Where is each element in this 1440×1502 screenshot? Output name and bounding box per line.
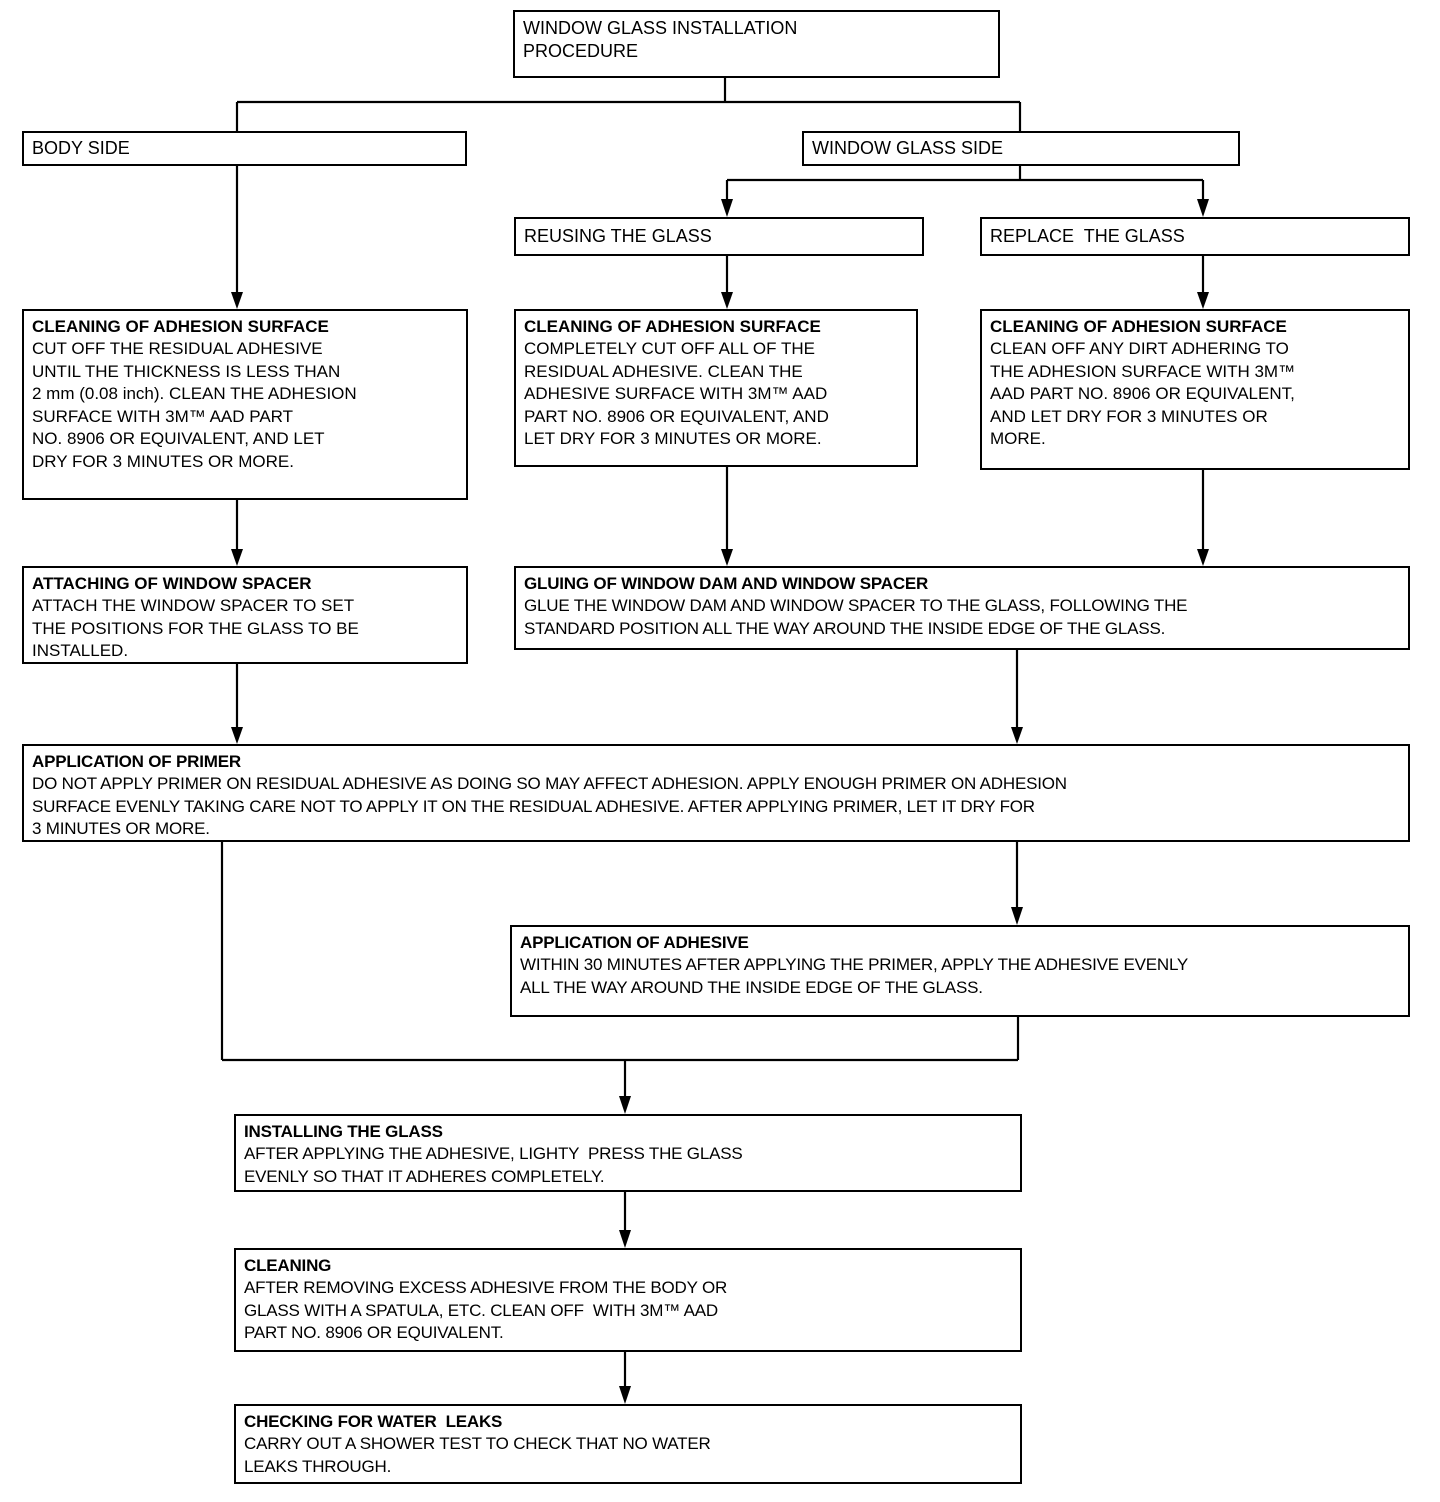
- node-replace-the-glass[interactable]: REPLACE THE GLASS: [980, 217, 1410, 256]
- node-body-side[interactable]: BODY SIDE: [22, 131, 467, 166]
- node-replace-the-glass-label: REPLACE THE GLASS: [990, 226, 1185, 246]
- arrowhead-reuse-cleaning: [721, 292, 733, 309]
- node-installing-the-glass-title: INSTALLING THE GLASS: [244, 1122, 443, 1141]
- node-application-of-primer[interactable]: APPLICATION OF PRIMER DO NOT APPLY PRIME…: [22, 744, 1410, 842]
- node-cleaning-final-title: CLEANING: [244, 1256, 332, 1275]
- arrowhead-adhesive: [1011, 907, 1023, 925]
- arrowhead-installing: [619, 1096, 631, 1114]
- node-gluing-window-dam-spacer-text: GLUE THE WINDOW DAM AND WINDOW SPACER TO…: [524, 596, 1188, 638]
- node-application-of-adhesive-title: APPLICATION OF ADHESIVE: [520, 933, 749, 952]
- arrowhead-cleaning-final: [619, 1230, 631, 1248]
- node-cleaning-adhesion-reuse-text: COMPLETELY CUT OFF ALL OF THE RESIDUAL A…: [524, 339, 829, 449]
- node-application-of-primer-text: DO NOT APPLY PRIMER ON RESIDUAL ADHESIVE…: [32, 774, 1067, 839]
- node-reusing-the-glass-label: REUSING THE GLASS: [524, 226, 712, 246]
- node-cleaning-adhesion-replace-text: CLEAN OFF ANY DIRT ADHERING TO THE ADHES…: [990, 339, 1296, 449]
- node-attaching-window-spacer-title: ATTACHING OF WINDOW SPACER: [32, 574, 312, 593]
- node-cleaning-adhesion-reuse-title: CLEANING OF ADHESION SURFACE: [524, 317, 821, 336]
- arrowhead-gluing-left: [721, 549, 733, 566]
- arrowhead-attaching-spacer: [231, 549, 243, 566]
- node-application-of-adhesive[interactable]: APPLICATION OF ADHESIVE WITHIN 30 MINUTE…: [510, 925, 1410, 1017]
- node-window-glass-side[interactable]: WINDOW GLASS SIDE: [802, 131, 1240, 166]
- arrowhead-reuse: [721, 199, 733, 217]
- node-cleaning-final-text: AFTER REMOVING EXCESS ADHESIVE FROM THE …: [244, 1278, 728, 1343]
- node-root[interactable]: WINDOW GLASS INSTALLATION PROCEDURE: [513, 10, 1000, 78]
- node-cleaning-adhesion-body-text: CUT OFF THE RESIDUAL ADHESIVE UNTIL THE …: [32, 339, 357, 471]
- node-cleaning-adhesion-replace[interactable]: CLEANING OF ADHESION SURFACE CLEAN OFF A…: [980, 309, 1410, 470]
- arrowhead-primer-right: [1011, 727, 1023, 744]
- node-installing-the-glass[interactable]: INSTALLING THE GLASS AFTER APPLYING THE …: [234, 1114, 1022, 1192]
- node-application-of-primer-title: APPLICATION OF PRIMER: [32, 752, 241, 771]
- node-root-label: WINDOW GLASS INSTALLATION PROCEDURE: [523, 18, 798, 62]
- node-installing-the-glass-text: AFTER APPLYING THE ADHESIVE, LIGHTY PRES…: [244, 1144, 743, 1186]
- node-cleaning-adhesion-body-title: CLEANING OF ADHESION SURFACE: [32, 317, 329, 336]
- node-window-glass-side-label: WINDOW GLASS SIDE: [812, 138, 1004, 158]
- arrowhead-replace-cleaning: [1197, 292, 1209, 309]
- node-cleaning-adhesion-reuse[interactable]: CLEANING OF ADHESION SURFACE COMPLETELY …: [514, 309, 918, 467]
- arrowhead-checking: [619, 1386, 631, 1404]
- node-attaching-window-spacer-text: ATTACH THE WINDOW SPACER TO SET THE POSI…: [32, 596, 359, 661]
- arrowhead-gluing-right: [1197, 549, 1209, 566]
- node-application-of-adhesive-text: WITHIN 30 MINUTES AFTER APPLYING THE PRI…: [520, 955, 1189, 997]
- arrowhead-replace: [1197, 199, 1209, 217]
- node-gluing-window-dam-spacer-title: GLUING OF WINDOW DAM AND WINDOW SPACER: [524, 574, 929, 593]
- node-body-side-label: BODY SIDE: [32, 138, 130, 158]
- arrowhead-bodyside-cleaning: [231, 292, 243, 309]
- node-gluing-window-dam-spacer[interactable]: GLUING OF WINDOW DAM AND WINDOW SPACER G…: [514, 566, 1410, 650]
- node-checking-water-leaks-text: CARRY OUT A SHOWER TEST TO CHECK THAT NO…: [244, 1434, 711, 1476]
- node-cleaning-adhesion-replace-title: CLEANING OF ADHESION SURFACE: [990, 317, 1287, 336]
- node-checking-water-leaks[interactable]: CHECKING FOR WATER LEAKS CARRY OUT A SHO…: [234, 1404, 1022, 1484]
- node-cleaning-final[interactable]: CLEANING AFTER REMOVING EXCESS ADHESIVE …: [234, 1248, 1022, 1352]
- node-reusing-the-glass[interactable]: REUSING THE GLASS: [514, 217, 924, 256]
- arrowhead-primer-left: [231, 727, 243, 744]
- node-checking-water-leaks-title: CHECKING FOR WATER LEAKS: [244, 1412, 503, 1431]
- node-cleaning-adhesion-body[interactable]: CLEANING OF ADHESION SURFACE CUT OFF THE…: [22, 309, 468, 500]
- node-attaching-window-spacer[interactable]: ATTACHING OF WINDOW SPACER ATTACH THE WI…: [22, 566, 468, 664]
